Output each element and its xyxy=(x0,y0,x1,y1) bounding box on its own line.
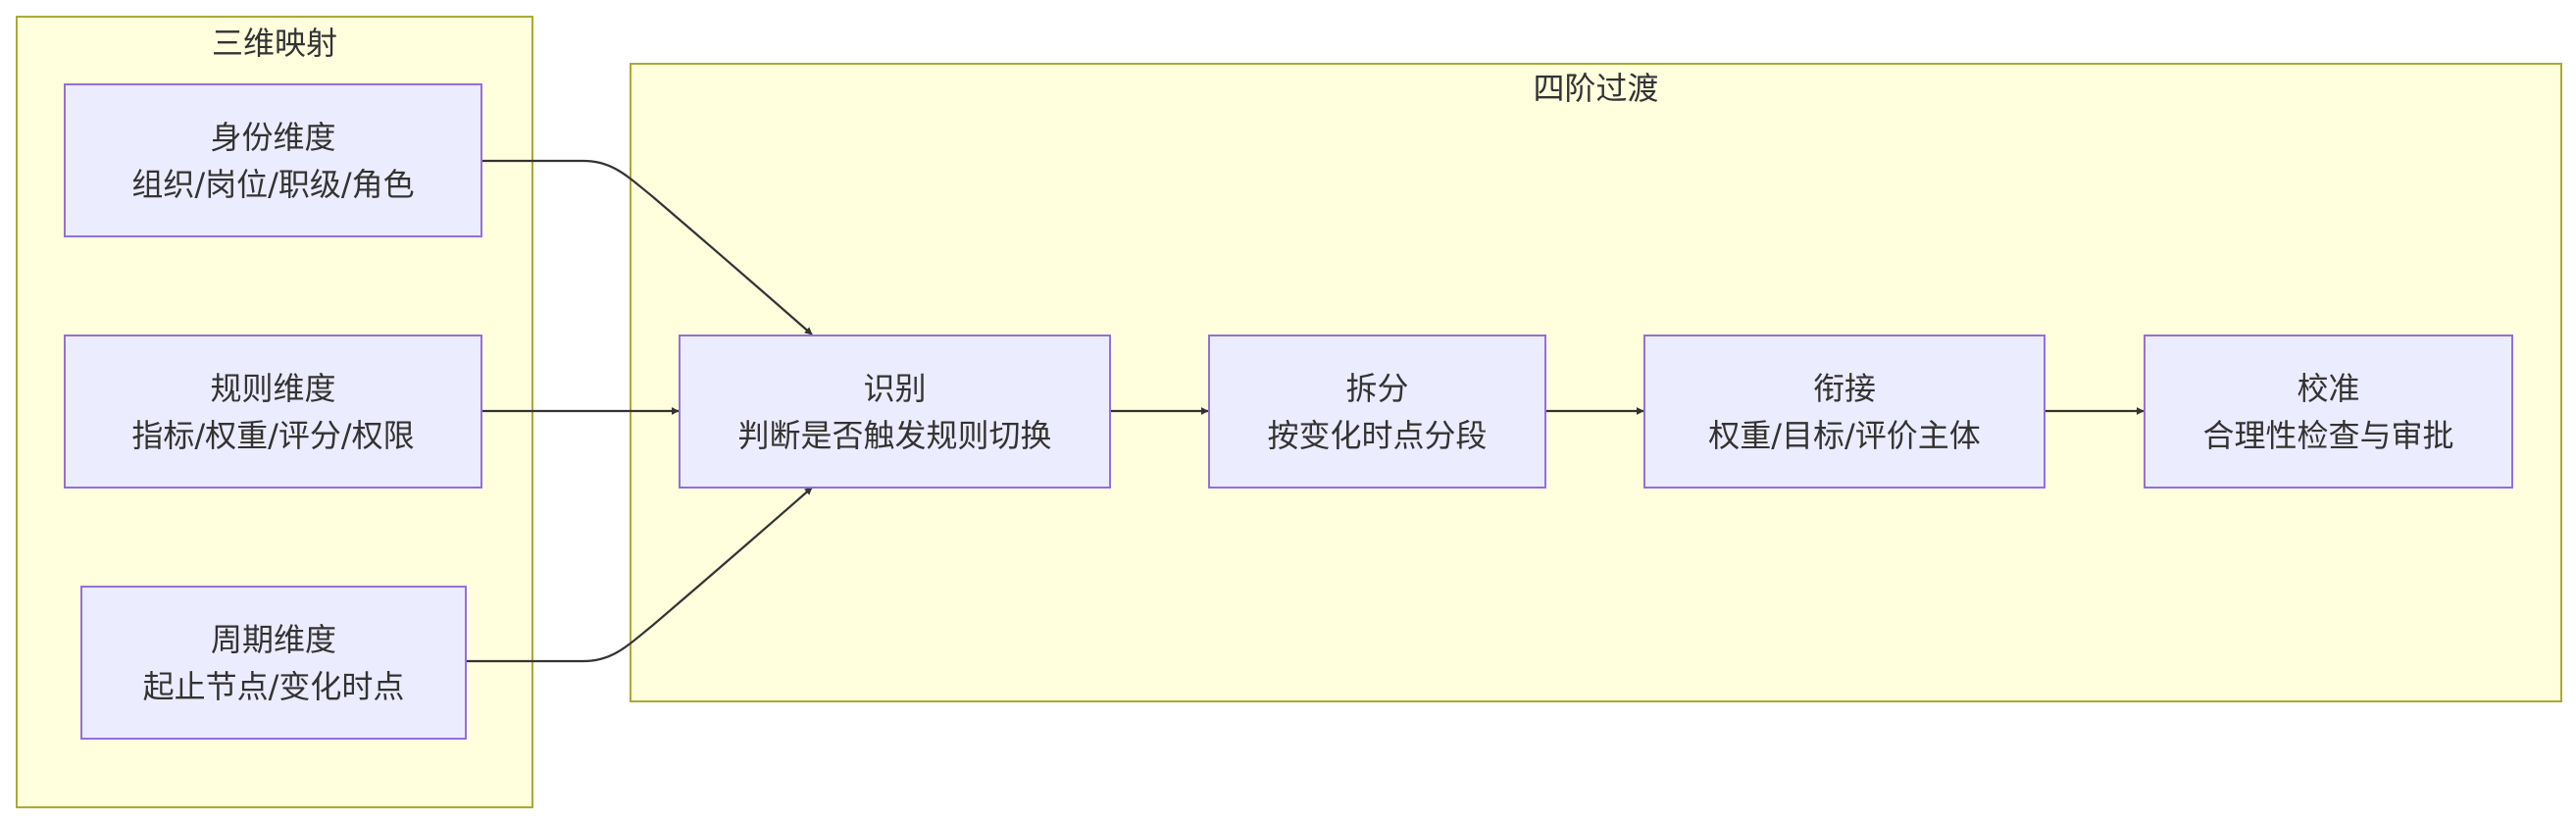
edge-cycle-to-identify xyxy=(467,487,813,663)
node-identify-detail: 判断是否触发规则切换 xyxy=(737,416,1052,454)
node-identity-detail: 组织/岗位/职级/角色 xyxy=(131,165,415,203)
node-split-detail: 按变化时点分段 xyxy=(1267,416,1488,454)
cluster-title-mapping: 三维映射 xyxy=(211,25,337,62)
node-connect-title: 衔接 xyxy=(1812,369,1876,407)
node-calibrate: 校准 合理性检查与审批 xyxy=(2144,335,2513,489)
node-calibrate-detail: 合理性检查与审批 xyxy=(2202,416,2454,454)
node-calibrate-title: 校准 xyxy=(2297,369,2360,407)
node-split: 拆分 按变化时点分段 xyxy=(1208,335,1546,489)
node-identify: 识别 判断是否触发规则切换 xyxy=(679,335,1111,489)
node-rules-detail: 指标/权重/评分/权限 xyxy=(131,416,415,454)
edge-identity-to-identify xyxy=(482,159,813,335)
node-split-title: 拆分 xyxy=(1345,369,1409,407)
node-cycle-dimension: 周期维度 起止节点/变化时点 xyxy=(80,586,467,740)
node-identify-title: 识别 xyxy=(863,369,927,407)
node-cycle-title: 周期维度 xyxy=(210,620,336,658)
node-rules-dimension: 规则维度 指标/权重/评分/权限 xyxy=(64,335,482,489)
node-connect: 衔接 权重/目标/评价主体 xyxy=(1643,335,2046,489)
node-cycle-detail: 起止节点/变化时点 xyxy=(142,667,405,705)
cluster-title-transition: 四阶过渡 xyxy=(1533,70,1659,107)
node-rules-title: 规则维度 xyxy=(210,369,336,407)
node-connect-detail: 权重/目标/评价主体 xyxy=(1708,416,1981,454)
node-identity-title: 身份维度 xyxy=(210,118,336,156)
node-identity-dimension: 身份维度 组织/岗位/职级/角色 xyxy=(64,83,482,237)
